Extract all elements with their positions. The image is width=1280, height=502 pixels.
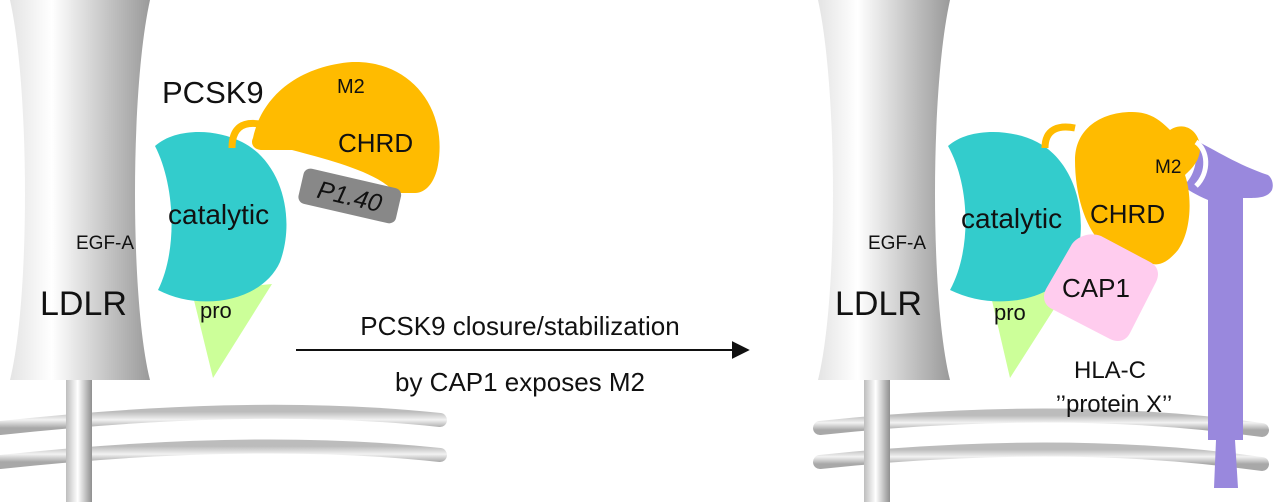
pro-label-left: pro (200, 298, 232, 323)
membrane-left (0, 404, 447, 469)
cap1-protein (1044, 234, 1158, 341)
egfa-label-right: EGF-A (868, 233, 926, 254)
catalytic-label-right: catalytic (961, 203, 1062, 234)
cap1-label: CAP1 (1062, 273, 1130, 303)
ldlr-stalk-left (66, 370, 92, 502)
ldlr-body-right (818, 0, 950, 380)
chrd-domain-right (1075, 112, 1200, 265)
ldlr-label-right: LDLR (835, 285, 922, 323)
chrd-label-right: CHRD (1090, 199, 1165, 229)
hla-c-protein (1183, 140, 1273, 488)
catalytic-label-left: catalytic (168, 199, 269, 230)
linker-right (1041, 123, 1076, 149)
ldlr-body-left (10, 0, 150, 380)
transition-arrow: PCSK9 closure/stabilization by CAP1 expo… (296, 311, 750, 397)
ldlr-label-left: LDLR (40, 285, 127, 323)
m2-label-right: M2 (1155, 157, 1181, 178)
ldlr-stalk-right (864, 370, 890, 502)
protein-x-label: ’’protein X’’ (1056, 391, 1173, 418)
pcsk9-label: PCSK9 (162, 75, 264, 110)
m2-label-left: M2 (337, 76, 365, 98)
catalytic-domain-right (948, 131, 1081, 302)
arrow-label-line1: PCSK9 closure/stabilization (360, 311, 679, 341)
egfa-label-left: EGF-A (76, 233, 134, 254)
arrow-label-line2: by CAP1 exposes M2 (395, 367, 645, 397)
catalytic-domain-left (155, 131, 287, 302)
hla-c-label: HLA-C (1074, 357, 1146, 384)
chrd-domain-left (252, 61, 440, 193)
pro-domain-left (192, 284, 272, 378)
right-panel: LDLR EGF-A pro catalytic M2 CHRD CAP1 HL… (813, 0, 1273, 502)
chrd-label-left: CHRD (338, 128, 413, 158)
m2-gap-ring (1194, 139, 1209, 188)
left-panel: LDLR EGF-A pro catalytic M2 CHRD PCSK9 P… (0, 0, 447, 502)
pro-label-right: pro (994, 300, 1026, 325)
